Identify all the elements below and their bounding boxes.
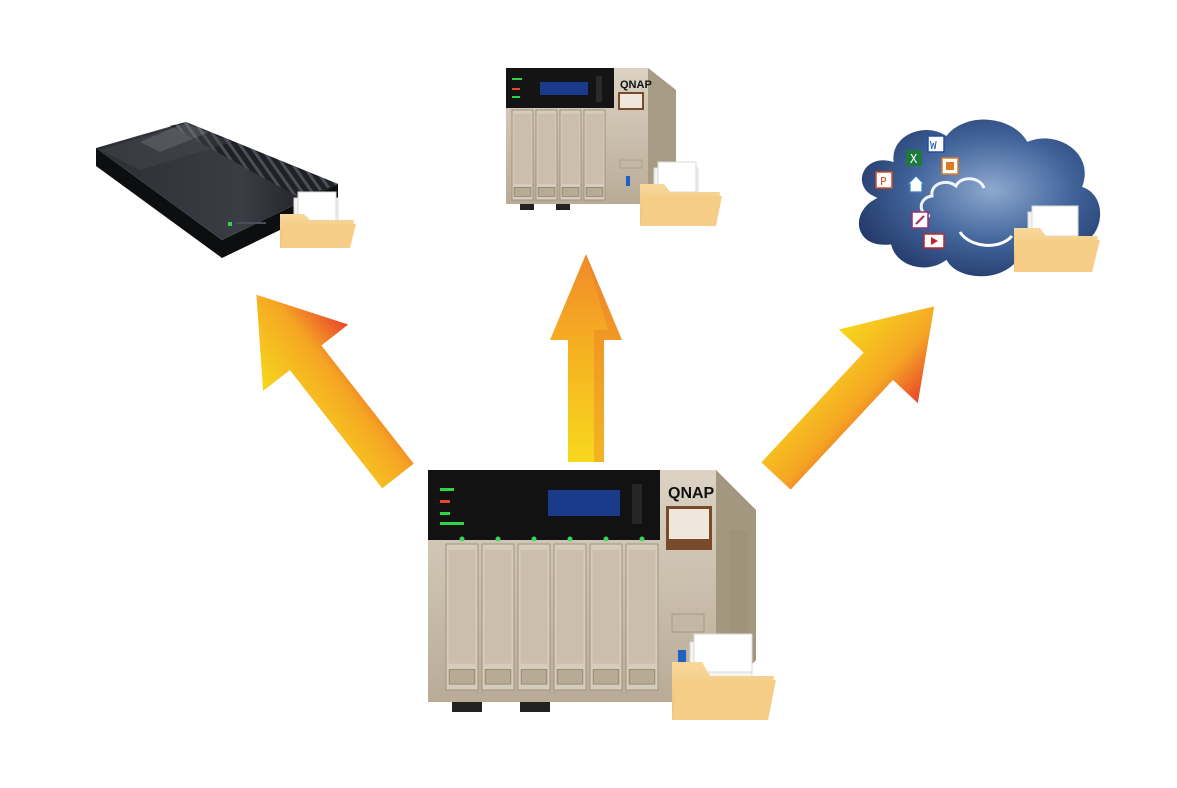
drive-bay [583, 109, 606, 201]
drive-bay [511, 109, 534, 201]
svg-text:P: P [880, 175, 887, 188]
arrow-to-external-drive [256, 294, 414, 489]
arrow-to-nas [550, 254, 622, 462]
word-icon: W [927, 135, 945, 153]
folder-icon [640, 161, 722, 226]
brand-logo: QNAP [620, 79, 652, 91]
folder-icon [1014, 205, 1100, 272]
svg-text:X: X [910, 152, 918, 166]
drive-bay [553, 543, 587, 691]
video-icon [923, 233, 945, 249]
powerpoint-icon: P [875, 171, 893, 189]
brand-logo: QNAP [668, 485, 715, 502]
arrow-to-cloud [761, 306, 935, 490]
excel-icon: X [906, 150, 922, 166]
drive-bay [445, 543, 479, 691]
home-icon [906, 175, 926, 193]
drive-bay [589, 543, 623, 691]
tools-icon [911, 211, 929, 229]
bay-led [495, 536, 501, 542]
bay-led [531, 536, 537, 542]
drive-bay [559, 109, 582, 201]
folder-icon [280, 191, 356, 248]
bay-led [459, 536, 465, 542]
drive-bay [517, 543, 551, 691]
nas-6-bay-icon: QNAP [428, 470, 756, 712]
nas-4-bay-icon: QNAP [506, 68, 676, 210]
folder-icon [672, 633, 776, 720]
image-icon [941, 157, 959, 175]
drive-bay [535, 109, 558, 201]
bay-led [603, 536, 609, 542]
bay-led [639, 536, 645, 542]
svg-text:W: W [930, 139, 937, 152]
bay-led [567, 536, 573, 542]
drive-bay [481, 543, 515, 691]
external-hard-drive-icon [96, 122, 338, 258]
drive-bay [625, 543, 659, 691]
